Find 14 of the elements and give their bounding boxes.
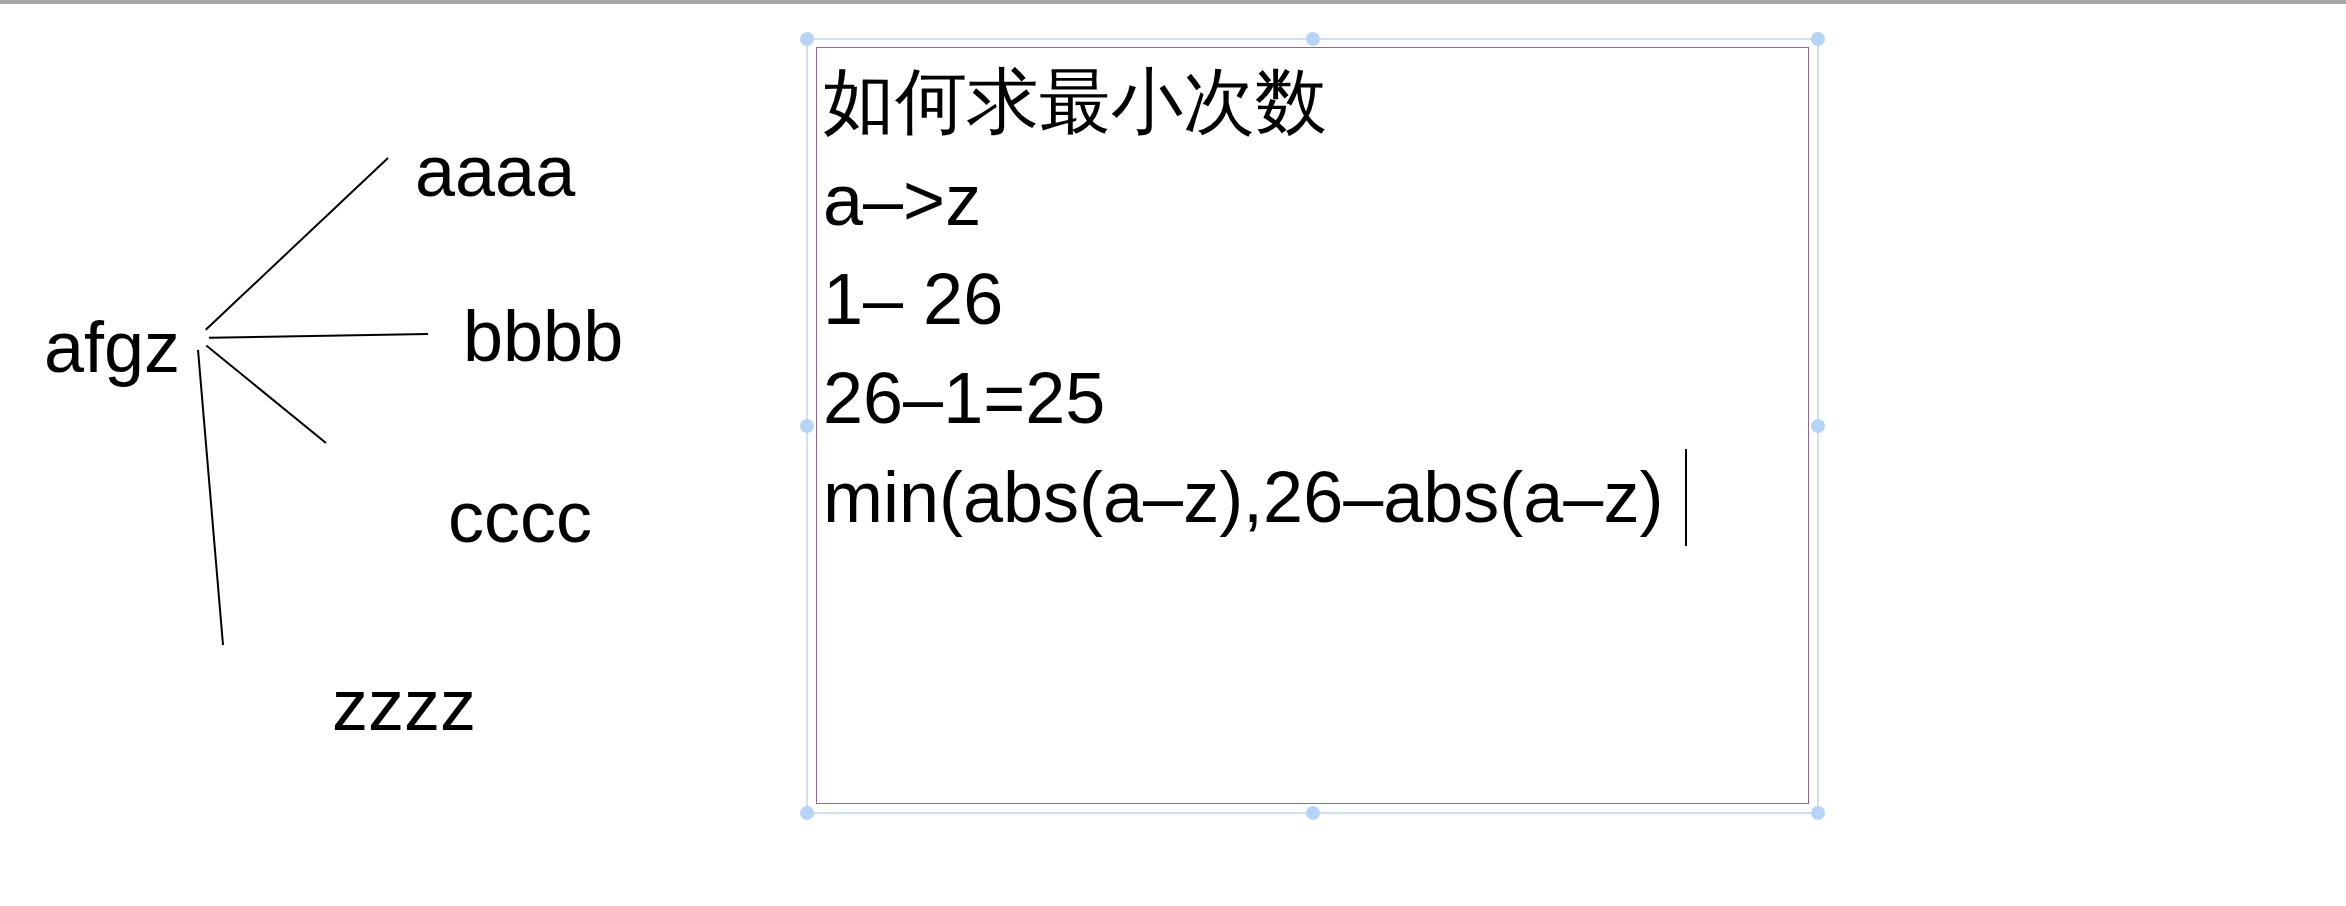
connector-line bbox=[197, 348, 224, 646]
text-line: 如何求最小次数 bbox=[823, 60, 1327, 143]
node-label: cccc bbox=[448, 476, 592, 559]
node-label: aaaa bbox=[415, 130, 576, 213]
node-label: zzzz bbox=[332, 664, 476, 747]
connector-line bbox=[204, 157, 389, 331]
node-label: bbbb bbox=[463, 295, 624, 378]
text-line: a–>z bbox=[823, 159, 982, 242]
text-line: 1– 26 bbox=[823, 258, 1004, 341]
text-line: 26–1=25 bbox=[823, 357, 1106, 440]
node-label: afgz bbox=[44, 306, 181, 389]
text-line: min(abs(a–z),26–abs(a–z) bbox=[823, 456, 1664, 539]
connector-line bbox=[208, 333, 429, 339]
connector-line bbox=[205, 344, 327, 444]
